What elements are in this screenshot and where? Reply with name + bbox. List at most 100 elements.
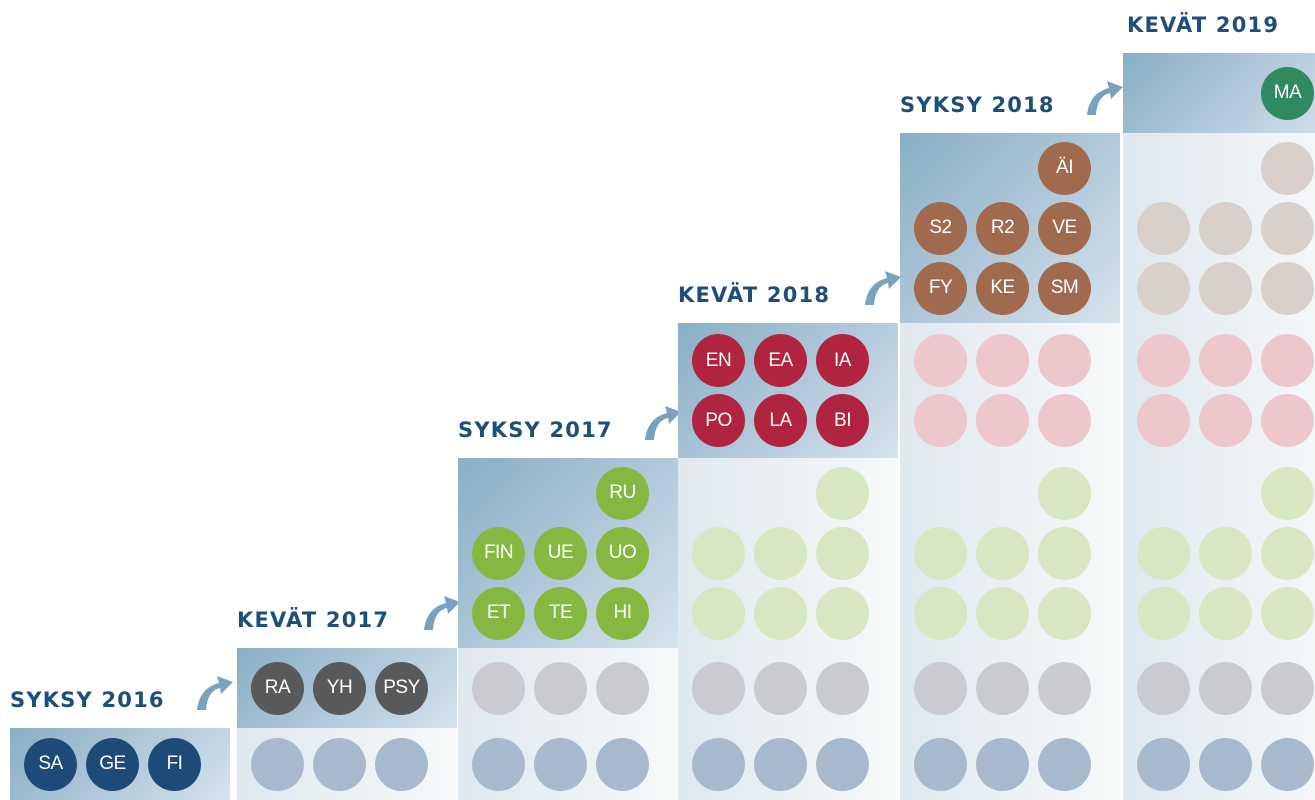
faded-subject-dot: [976, 394, 1029, 447]
season-label: SYKSY 2016: [10, 688, 165, 712]
faded-subject-dot: [1261, 201, 1314, 255]
faded-subject-dot: [1261, 394, 1314, 447]
subject-badge: PO: [692, 394, 745, 447]
faded-subject-dot: [914, 334, 967, 387]
faded-subject-dot: [1261, 661, 1314, 715]
faded-subject-dot: [816, 737, 869, 791]
faded-subject-dot: [1199, 334, 1252, 387]
subject-badge: SM: [1038, 261, 1091, 315]
faded-subject-dot: [976, 737, 1029, 791]
faded-subject-dot: [692, 526, 745, 580]
faded-subject-dot: [251, 737, 304, 791]
faded-subject-dot: [816, 661, 869, 715]
season-label: KEVÄT 2018: [678, 283, 831, 307]
subject-badge: VE: [1038, 201, 1091, 255]
subject-badge: SA: [24, 737, 77, 791]
faded-subject-dot: [1137, 201, 1190, 255]
faded-subject-dot: [1137, 586, 1190, 640]
subject-badge: FIN: [472, 526, 525, 580]
faded-subject-dot: [816, 466, 869, 520]
faded-subject-dot: [1038, 737, 1091, 791]
faded-subject-dot: [914, 661, 967, 715]
faded-subject-dot: [596, 661, 649, 715]
subject-badge: S2: [914, 201, 967, 255]
faded-subject-dot: [375, 737, 428, 791]
subject-badge: ÄI: [1038, 141, 1091, 195]
faded-subject-dot: [1137, 334, 1190, 387]
faded-subject-dot: [1261, 526, 1314, 580]
faded-subject-dot: [1038, 661, 1091, 715]
faded-subject-dot: [1199, 661, 1252, 715]
season-label: SYKSY 2017: [458, 418, 613, 442]
faded-subject-dot: [754, 526, 807, 580]
curved-arrow-icon: [424, 596, 460, 630]
subject-badge: BI: [816, 394, 869, 447]
faded-subject-dot: [1137, 394, 1190, 447]
subject-badge: GE: [86, 737, 139, 791]
faded-subject-dot: [914, 394, 967, 447]
faded-subject-dot: [1261, 737, 1314, 791]
faded-subject-dot: [534, 661, 587, 715]
subject-badge: IA: [816, 334, 869, 387]
faded-subject-dot: [754, 661, 807, 715]
season-label: KEVÄT 2019: [1127, 13, 1280, 37]
subject-badge: EN: [692, 334, 745, 387]
faded-subject-dot: [1261, 141, 1314, 195]
subject-badge: UO: [596, 526, 649, 580]
subject-badge: LA: [754, 394, 807, 447]
subject-badge: FY: [914, 261, 967, 315]
subject-badge: TE: [534, 586, 587, 640]
subject-badge: KE: [976, 261, 1029, 315]
faded-subject-dot: [1137, 661, 1190, 715]
faded-subject-dot: [976, 661, 1029, 715]
subject-badge: ET: [472, 586, 525, 640]
subject-badge: PSY: [375, 661, 428, 715]
faded-subject-dot: [1038, 526, 1091, 580]
faded-subject-dot: [1199, 394, 1252, 447]
faded-subject-dot: [313, 737, 366, 791]
faded-subject-dot: [914, 526, 967, 580]
faded-subject-dot: [1137, 737, 1190, 791]
faded-subject-dot: [1199, 261, 1252, 315]
faded-subject-dot: [914, 586, 967, 640]
subject-badge: UE: [534, 526, 587, 580]
subject-badge: YH: [313, 661, 366, 715]
curved-arrow-icon: [1087, 81, 1123, 115]
faded-subject-dot: [1038, 394, 1091, 447]
curved-arrow-icon: [865, 271, 901, 305]
faded-subject-dot: [472, 661, 525, 715]
faded-subject-dot: [1199, 526, 1252, 580]
faded-subject-dot: [692, 737, 745, 791]
subject-badge: FI: [148, 737, 201, 791]
faded-subject-dot: [1261, 261, 1314, 315]
curved-arrow-icon: [645, 406, 681, 440]
faded-subject-dot: [1137, 526, 1190, 580]
subject-badge: MA: [1261, 66, 1314, 120]
faded-subject-dot: [1199, 201, 1252, 255]
faded-subject-dot: [1261, 334, 1314, 387]
faded-subject-dot: [1038, 334, 1091, 387]
faded-subject-dot: [1038, 466, 1091, 520]
faded-subject-dot: [1137, 261, 1190, 315]
faded-subject-dot: [1038, 586, 1091, 640]
faded-subject-dot: [1199, 737, 1252, 791]
faded-subject-dot: [754, 586, 807, 640]
faded-subject-dot: [914, 737, 967, 791]
faded-subject-dot: [816, 586, 869, 640]
faded-subject-dot: [976, 334, 1029, 387]
subject-badge: RA: [251, 661, 304, 715]
faded-subject-dot: [1261, 466, 1314, 520]
faded-subject-dot: [692, 661, 745, 715]
subject-badge: RU: [596, 466, 649, 520]
subject-badge: EA: [754, 334, 807, 387]
faded-subject-dot: [976, 526, 1029, 580]
faded-subject-dot: [1261, 586, 1314, 640]
faded-subject-dot: [1199, 586, 1252, 640]
curved-arrow-icon: [197, 676, 233, 710]
subject-badge: HI: [596, 586, 649, 640]
faded-subject-dot: [816, 526, 869, 580]
faded-subject-dot: [534, 737, 587, 791]
season-label: SYKSY 2018: [900, 93, 1055, 117]
subject-badge: R2: [976, 201, 1029, 255]
